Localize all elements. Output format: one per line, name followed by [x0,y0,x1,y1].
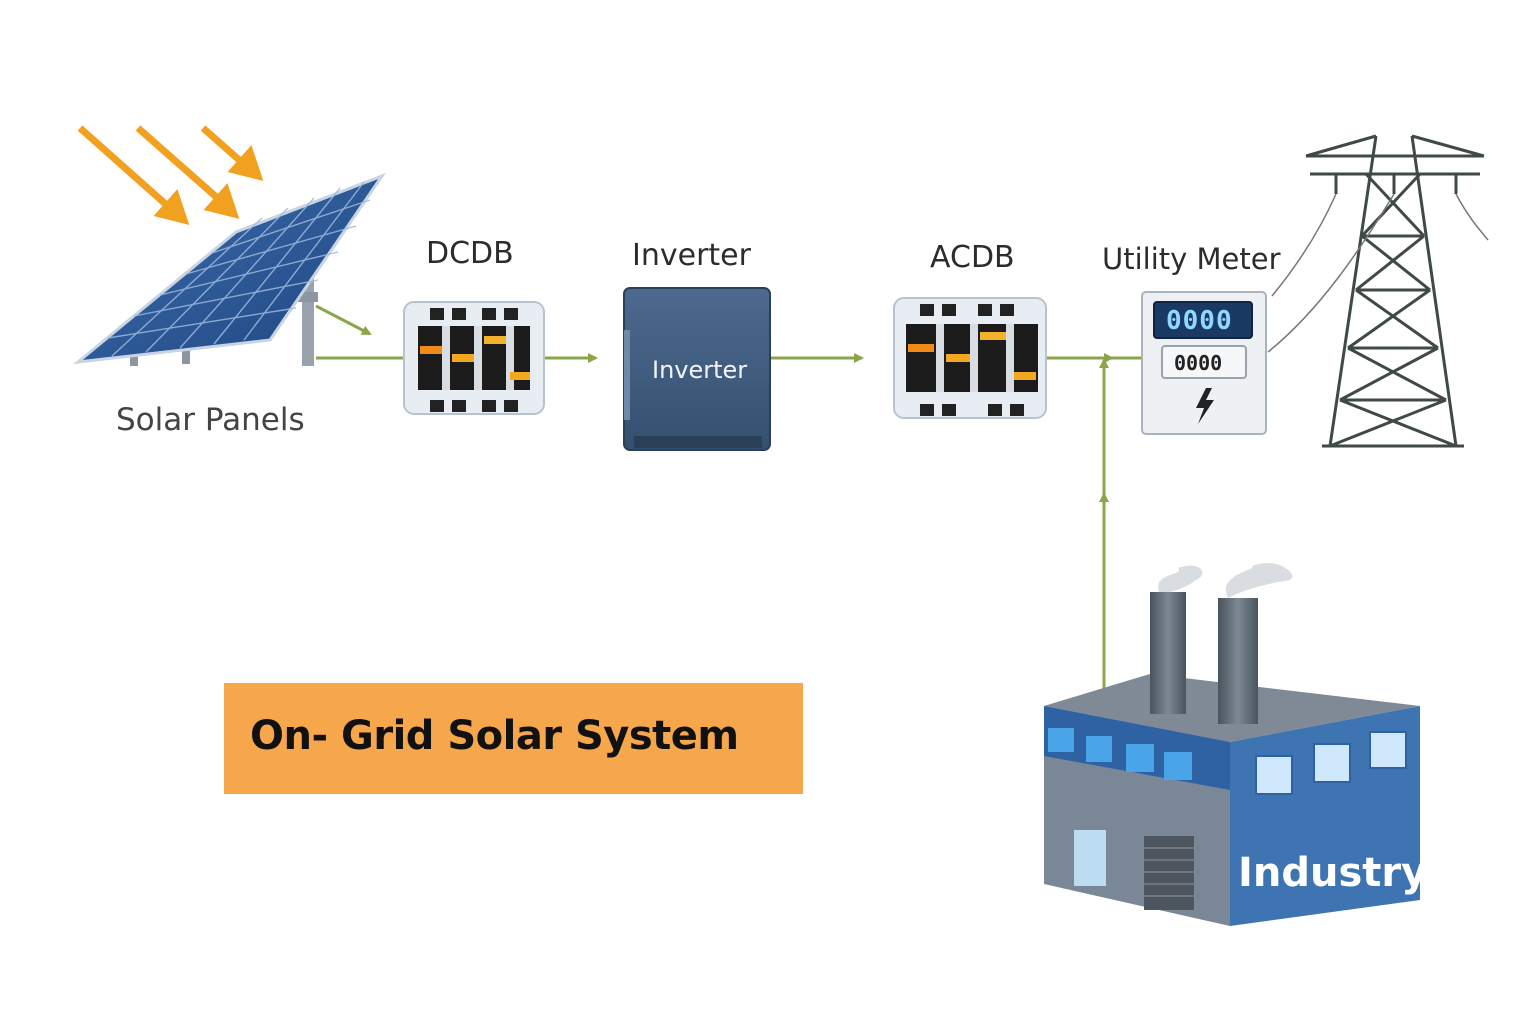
utility-meter-icon [1141,291,1267,435]
utility-meter-label: Utility Meter [1102,242,1281,276]
inverter-face-text: Inverter [652,356,748,384]
industry-label: Industry [1238,850,1428,896]
diagram-title: On- Grid Solar System [250,713,739,759]
panel-to-dcdb-arrow [315,304,372,336]
inverter-icon [623,287,771,451]
flow-arrows [315,304,1142,690]
dcdb-label: DCDB [426,236,514,271]
factory-icon [1044,563,1420,926]
lightning-icon [1196,388,1214,424]
solar-panels-label: Solar Panels [116,402,305,438]
dcdb-icon [403,301,545,415]
title-banner: On- Grid Solar System [224,683,803,794]
meter-counter: 0000 [1174,351,1223,375]
transmission-tower-icon [1267,134,1489,448]
solar-panel-icon [73,172,386,366]
acdb-label: ACDB [930,240,1015,275]
inverter-label: Inverter [632,238,751,273]
acdb-icon [893,297,1047,419]
meter-digital-readout: 0000 [1166,306,1233,336]
sun-rays-icon [77,125,264,225]
